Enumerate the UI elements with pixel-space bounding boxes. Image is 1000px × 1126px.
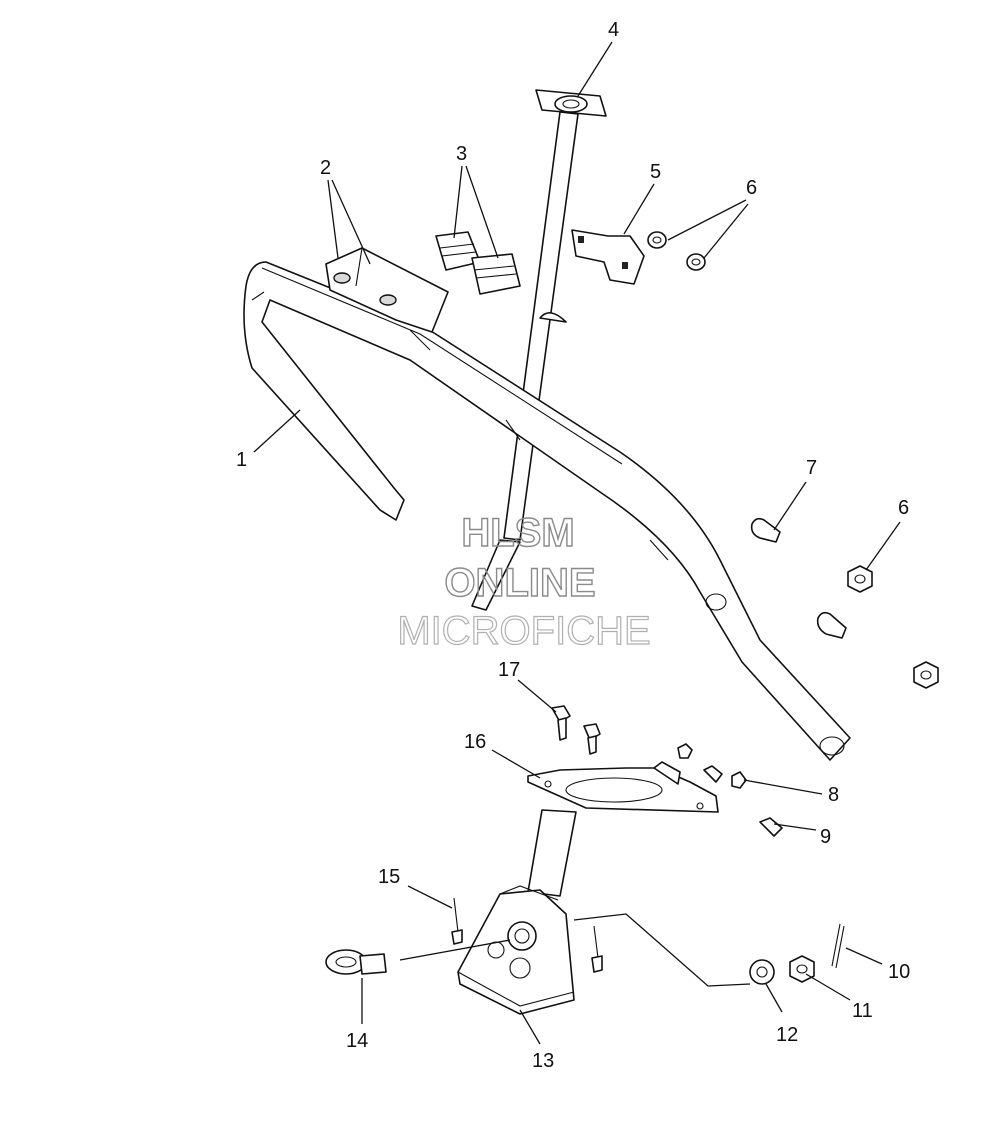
cotter-pins [451,897,845,973]
callout-4: 4 [608,19,619,41]
hex-bolts-17 [551,705,601,755]
shaft-plate [527,761,719,813]
fasteners-8-9 [677,743,783,837]
leader-lines [253,41,901,1045]
watermark: HLSM ONLINE MICROFICHE [397,510,652,653]
callout-9: 9 [820,826,831,848]
callout-12: 12 [776,1024,798,1046]
callout-10: 10 [888,961,910,983]
callout-1: 1 [236,449,247,471]
seat-bracket [325,247,449,333]
callout-15: 15 [378,866,400,888]
callout-labels: 1 2 3 4 5 6 6 7 8 9 10 11 12 13 14 15 16… [236,19,910,1072]
callout-6-top: 6 [746,177,757,199]
eye-bolt [325,949,387,975]
callout-7: 7 [806,457,817,479]
lower-shaft [527,809,577,897]
spring-clips [435,231,521,295]
watermark-line3: MICROFICHE [397,609,650,653]
callout-11: 11 [852,1000,873,1022]
callout-5: 5 [650,161,661,183]
nut-pair-top [647,231,706,271]
callout-13: 13 [532,1050,554,1072]
mount-bracket [571,229,645,285]
callout-6-right: 6 [898,497,909,519]
callout-14: 14 [346,1030,368,1052]
frame-bar [243,261,851,761]
callout-2: 2 [320,157,331,179]
watermark-line1: HLSM [461,511,574,555]
carriage-bolts [750,517,847,639]
washer-and-nut [749,955,815,985]
callout-17: 17 [498,659,520,681]
callout-3: 3 [456,143,467,165]
callout-8: 8 [828,784,839,806]
watermark-line2: ONLINE [444,561,595,605]
steering-housing [457,885,575,1015]
callout-16: 16 [464,731,486,753]
flange-nuts [847,565,939,689]
